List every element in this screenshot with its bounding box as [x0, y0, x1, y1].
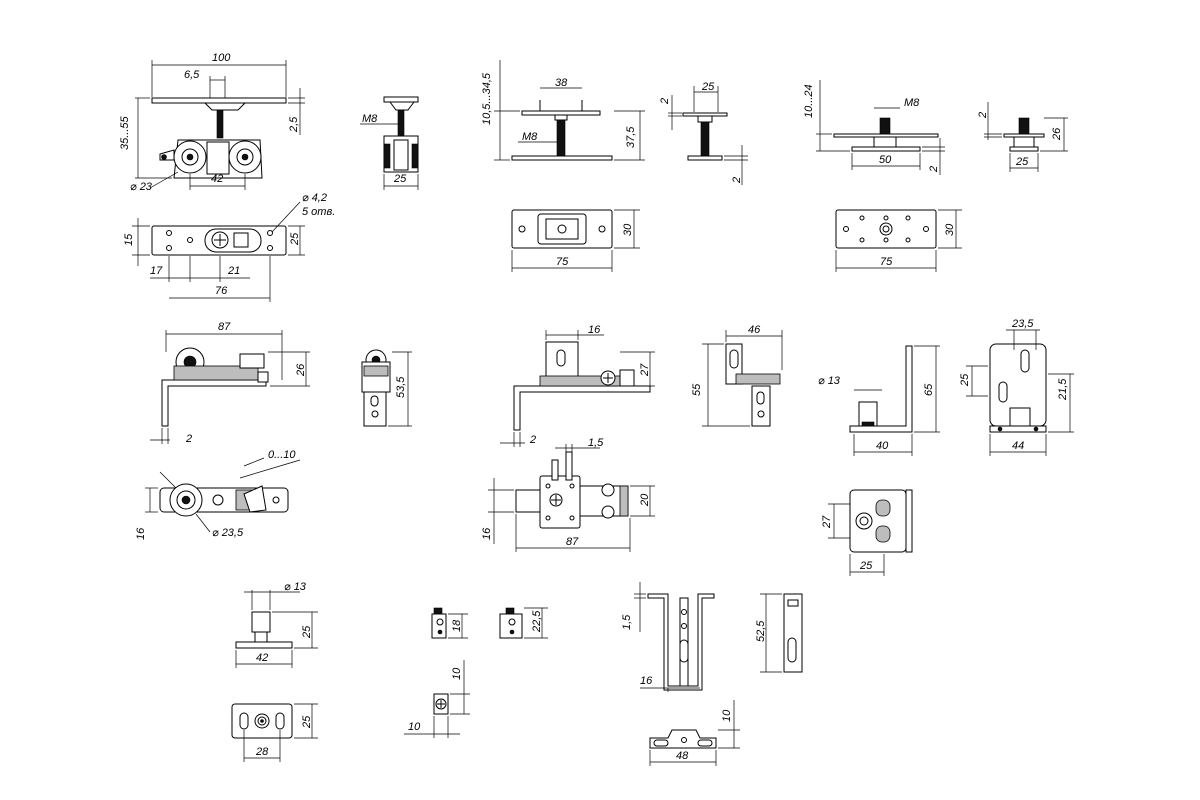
pin-diameter-13-b: ⌀ 13: [284, 581, 307, 593]
guide-bracket-front: 87 26 2: [150, 321, 310, 445]
dim-28: 28: [255, 746, 269, 758]
thread-m8: M8: [362, 113, 378, 125]
dim-15: 15: [123, 233, 135, 246]
dim-53-5: 53,5: [395, 376, 407, 398]
guide-bracket-side: 53,5: [361, 349, 412, 427]
thread-m8-b: M8: [522, 131, 538, 143]
bracket-assembly-top-view: 1,5 20 16 87: [481, 437, 655, 552]
dim-1-5-b: 1,5: [621, 614, 633, 630]
dim-10-5-34-5: 10,5...34,5: [481, 72, 493, 125]
dim-30-b: 30: [944, 223, 956, 236]
dim-100: 100: [212, 52, 231, 64]
l-bracket-front-view: 23,5 25 21,5 44: [959, 318, 1074, 456]
dim-55: 55: [691, 383, 703, 396]
dim-2-c: 2: [928, 166, 940, 173]
dim-26-b: 26: [295, 363, 307, 377]
trolley-assembly-front-view: 100 6,5 35...55 2,5 ⌀ 23 42: [119, 52, 305, 193]
dim-76: 76: [215, 285, 228, 297]
dim-2-b: 2: [731, 177, 743, 184]
dim-50: 50: [879, 154, 892, 166]
dim-2-d: 2: [977, 112, 989, 119]
dim-2-e: 2: [185, 433, 192, 445]
bolt-plate-top-view-a: 30 75: [511, 209, 640, 272]
dim-22-5: 22,5: [531, 610, 543, 633]
dim-42-b: 42: [256, 652, 268, 664]
pin-diameter-13: ⌀ 13: [818, 375, 841, 387]
dim-2-a: 2: [659, 98, 671, 105]
dim-1-5-a: 1,5: [588, 437, 604, 449]
dim-27-a: 27: [639, 363, 651, 377]
dim-44: 44: [1012, 440, 1024, 452]
rail-stop-front-view: 1,5 16: [621, 582, 715, 692]
dim-21-5: 21,5: [1057, 378, 1069, 401]
dim-65: 65: [923, 383, 935, 396]
l-bracket-with-pin: ⌀ 13 65 40: [818, 345, 940, 456]
dim-35-55: 35...55: [119, 115, 131, 150]
dim-18: 18: [451, 619, 463, 632]
dim-25: 25: [393, 173, 407, 185]
dim-27-b: 27: [821, 515, 833, 529]
dim-10-c: 10: [721, 709, 733, 722]
stop-block-10: 10 10: [404, 660, 470, 738]
dim-87-a: 87: [218, 321, 231, 333]
dim-26: 26: [1051, 127, 1063, 141]
dim-23-5: 23,5: [1011, 318, 1034, 330]
dim-25-e: 25: [959, 373, 971, 387]
bolt-plate-top-view-b: 30 75: [835, 209, 962, 272]
dim-87-b: 87: [566, 536, 579, 548]
dim-10-a: 10: [451, 667, 463, 680]
adjusting-bolt-plate-front: 38 10,5...34,5 37,5 M8: [481, 60, 645, 161]
angle-bracket-front: 16 27 2: [500, 324, 655, 447]
dim-25-g: 25: [301, 625, 313, 639]
dim-30-a: 30: [622, 223, 634, 236]
dim-37-5: 37,5: [625, 126, 637, 148]
dim-20: 20: [639, 493, 651, 507]
hole-diameter-4-2: ⌀ 4,2: [302, 192, 327, 204]
small-bracket-with-bushing: 27 25: [821, 489, 913, 576]
dim-21: 21: [227, 265, 240, 277]
dim-16-a: 16: [588, 324, 601, 336]
dim-0-10: 0...10: [268, 449, 296, 461]
bolt-plate-50-front: M8 10...24 50 2: [803, 80, 945, 175]
dim-10-b: 10: [408, 721, 421, 733]
dim-2-5: 2,5: [288, 116, 300, 133]
dim-25-c: 25: [1015, 156, 1029, 168]
dim-42-wheels: 42: [211, 173, 223, 185]
floor-guide-pin-front: ⌀ 13 25 42: [235, 581, 318, 668]
dim-16-c: 16: [481, 527, 493, 540]
dim-16-d: 16: [640, 675, 653, 687]
roller-diameter-23-5: ⌀ 23,5: [212, 527, 244, 539]
dim-52-5: 52,5: [755, 620, 767, 642]
guide-roller-top-view: 0...10 16 ⌀ 23,5: [135, 449, 301, 540]
rail-stop-side-view: 52,5: [755, 593, 803, 673]
dim-25-b: 25: [701, 81, 715, 93]
holes-count: 5 отв.: [302, 206, 335, 218]
diameter-23: ⌀ 23: [130, 181, 153, 193]
adjusting-bolt-side: 25 2 2: [659, 81, 748, 185]
angle-bracket-side: 46 55: [691, 324, 783, 427]
trolley-plate-top-view: ⌀ 4,2 5 отв. 15 25 17 21 76: [123, 192, 335, 302]
dim-75-b: 75: [880, 256, 893, 268]
stop-block-22-5: 22,5: [499, 607, 548, 639]
thread-m8-c: M8: [904, 97, 920, 109]
floor-guide-plate-top-view: 25 28: [231, 703, 318, 762]
dim-48: 48: [676, 750, 689, 762]
dim-25-d: 25: [289, 232, 301, 246]
small-bolt-side: 2 26 25: [977, 102, 1068, 172]
dim-6-5: 6,5: [184, 69, 200, 81]
dim-10-24: 10...24: [803, 84, 815, 118]
stop-block-18: 18: [431, 607, 468, 639]
dim-25-h: 25: [301, 715, 313, 729]
dim-16-b: 16: [135, 527, 147, 540]
dim-75-a: 75: [556, 256, 569, 268]
dim-38: 38: [555, 77, 568, 89]
trolley-side-view: M8 25: [360, 96, 419, 190]
dim-17: 17: [150, 265, 163, 277]
dim-46: 46: [748, 324, 761, 336]
dim-40: 40: [876, 440, 889, 452]
dim-25-f: 25: [859, 560, 873, 572]
rail-stop-top-view: 10 48: [649, 700, 740, 766]
dim-2-f: 2: [529, 434, 536, 446]
